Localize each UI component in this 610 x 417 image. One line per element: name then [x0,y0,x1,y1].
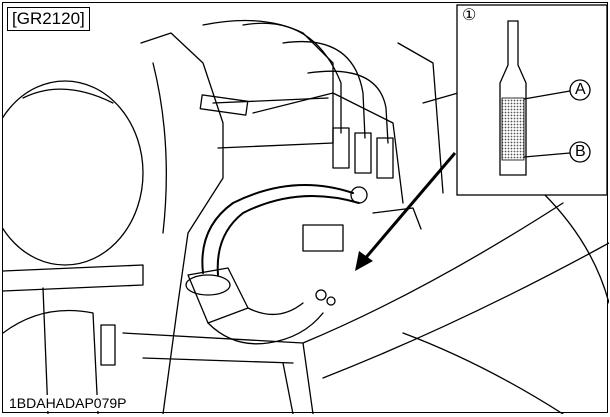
pointer-arrow [355,152,457,271]
detail-inset [456,4,608,196]
marked-area [501,97,525,161]
figure-code: 1BDAHADAP079P [7,395,129,411]
label-b-circle [569,141,591,163]
figure-tag: [GR2120] [7,7,90,31]
label-b: B [575,143,586,160]
label-a: A [575,81,586,98]
label-a-circle [569,79,591,101]
left-round-part [3,80,144,266]
callout-number: ① [462,7,477,24]
engine-fuel-line-illustration [3,4,609,414]
